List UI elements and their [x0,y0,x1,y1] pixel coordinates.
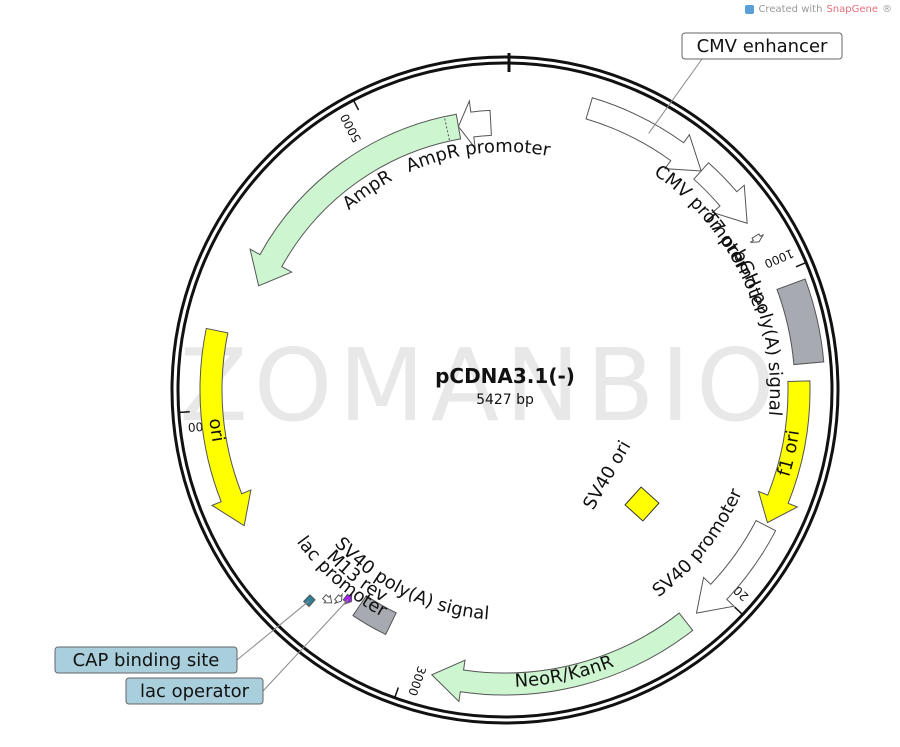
label-cmv-enhancer: CMV enhancer [697,36,828,57]
credit-suffix: ® [882,4,892,15]
label-box-cmv-enhancer [681,32,843,60]
credit-prefix: Created with [758,4,823,15]
leader-line-lac-operator [262,599,349,692]
feature-bgh-polya[interactable] [776,278,825,366]
feature-sv40-promoter[interactable] [695,519,777,614]
feature-sv40-polya[interactable] [352,594,397,636]
tick-mark-2000 [734,606,743,615]
feature-f1-ori[interactable] [757,380,811,524]
feature-ori[interactable] [199,327,252,527]
backbone-outer-ring [170,55,840,725]
label-box-lac-operator [125,677,264,705]
feature-m13-rev[interactable] [333,592,343,605]
snapgene-logo-icon [745,5,755,14]
label-text-ori: ori [204,417,228,443]
feature-t7-promoter[interactable] [750,233,764,243]
tick-mark-1000 [795,262,806,268]
feature-sv40-ori[interactable] [624,486,660,522]
credit-brand-name: SnapGene [826,4,878,15]
label-text-neor-kanr: NeoR/KanR [514,651,616,692]
tick-label-5000: 5000 [337,111,364,145]
features [199,97,825,703]
feature-ampr-promoter[interactable] [457,99,492,150]
label-cap-binding-site: CAP binding site [73,650,220,671]
tick-label-1000: 1000 [762,246,796,271]
plasmid-length: 5427 bp [476,392,534,408]
feature-lac-promoter[interactable] [322,594,333,604]
leader-line-cap-binding-site [236,600,310,661]
plasmid-name: pCDNA3.1(-) [435,364,575,388]
feature-neor-kanr[interactable] [430,612,694,703]
feature-cmv-promoter[interactable] [693,162,748,224]
snapgene-credit: Created with SnapGene ® [745,4,892,15]
leader-line-cmv-enhancer [648,58,703,134]
tick-mark-4000 [179,410,190,414]
label-neor-kanr: NeoR/KanR [514,651,616,692]
backbone-inner-ring [176,61,834,719]
label-path-ampr-promoter [363,152,599,199]
tick-mark-3000 [394,687,400,698]
label-lac-operator: lac operator [140,681,250,702]
label-sv40-ori: SV40 ori [579,437,635,513]
tick-label-3000: 3000 [405,664,428,697]
label-box-cap-binding-site [54,646,238,674]
tick-mark-5000 [353,100,360,111]
watermark-text: ZOMANBIO [179,327,781,444]
label-ori: ori [204,417,228,443]
